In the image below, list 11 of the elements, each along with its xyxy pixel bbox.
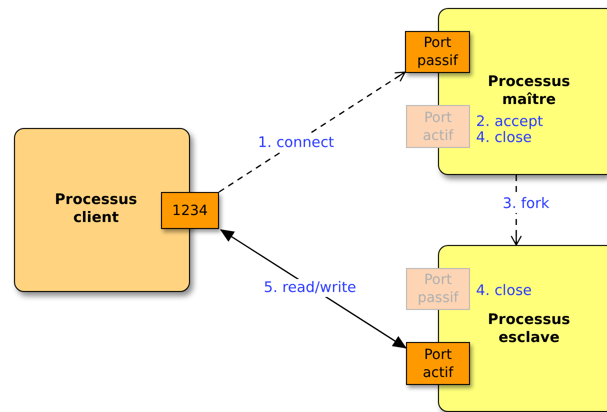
port-box: Port passif: [406, 268, 470, 310]
port-box: Port actif: [406, 342, 470, 385]
process-title: Processus esclave: [486, 311, 572, 347]
port-box: 1234: [161, 192, 219, 229]
process-title: Processus client: [54, 191, 138, 227]
port-box: Port actif: [406, 105, 470, 148]
step-label: 2. accept: [476, 114, 544, 130]
process-title: Processus maître: [486, 73, 572, 109]
step-label: 4. close: [476, 130, 533, 146]
port-box: Port passif: [405, 31, 470, 73]
step-label: 4. close: [476, 283, 533, 299]
